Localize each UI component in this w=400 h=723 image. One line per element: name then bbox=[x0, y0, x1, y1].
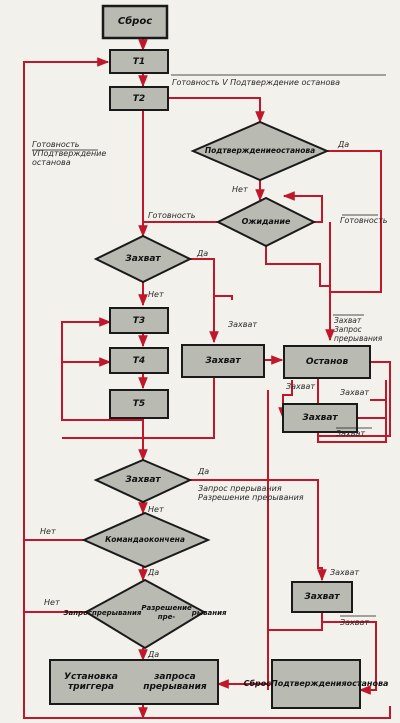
node-t1: T1 bbox=[132, 56, 146, 67]
int-condition-line1: Запрос прерывания bbox=[198, 484, 282, 493]
node-set-trigger: Установка триггера запроса прерывания bbox=[50, 660, 218, 704]
line-capture1-yes bbox=[190, 258, 219, 344]
set-trigger-line2: запроса прерывания bbox=[143, 672, 207, 692]
label-no-stop-confirm: Нет bbox=[232, 185, 248, 194]
int-req-line4: рывания bbox=[191, 608, 227, 617]
label-yes-capture1: Да bbox=[197, 249, 209, 258]
left-condition-line1: Готовность bbox=[32, 140, 80, 149]
capture-req-line3: прерывания bbox=[334, 334, 383, 343]
node-reset: Сброс bbox=[117, 16, 153, 27]
stop-confirm-line2: останова bbox=[276, 146, 316, 155]
line-capture-box1-top bbox=[214, 295, 233, 300]
node-wait-diamond bbox=[215, 196, 317, 248]
left-condition-line3: останова bbox=[32, 158, 71, 167]
node-capture1-diamond bbox=[93, 234, 193, 284]
label-no-cmd: Нет bbox=[40, 527, 56, 536]
stop-confirm-line1: Подтверждение bbox=[204, 146, 277, 155]
node-capture-box1-label: Захват bbox=[205, 356, 241, 366]
label-yes-cmd: Да bbox=[148, 568, 160, 577]
label-top-condition: Готовность V Подтверждение останова bbox=[172, 78, 341, 87]
line-stopconfirm-yes bbox=[327, 150, 382, 293]
label-capture-bar-halt: Захват bbox=[336, 429, 366, 438]
label-left-condition: Готовность VПодтверждение останова bbox=[32, 140, 106, 167]
node-capture2-diamond bbox=[93, 458, 193, 504]
reset-confirm-line1: Сброс bbox=[243, 679, 272, 688]
node-t2-box bbox=[109, 86, 169, 111]
node-t5: T5 bbox=[132, 399, 146, 409]
left-condition-line2: VПодтверждение bbox=[32, 149, 107, 158]
node-t3-box bbox=[109, 307, 169, 334]
node-t4-box bbox=[109, 347, 169, 374]
node-t4: T4 bbox=[132, 355, 146, 366]
node-reset-confirm-box bbox=[271, 659, 361, 709]
label-no-capture2: Нет bbox=[148, 505, 164, 514]
int-req-line2: прерывания bbox=[92, 608, 142, 617]
reset-confirm-line3: останова bbox=[346, 679, 389, 688]
line-merge-right bbox=[143, 378, 215, 439]
node-capture-box3-label: Захват bbox=[304, 592, 340, 602]
set-trigger-line1: Установка триггера bbox=[64, 672, 118, 692]
node-stop-confirm-diamond bbox=[190, 120, 330, 182]
line-bottom-return bbox=[23, 57, 391, 719]
node-t3: T3 bbox=[132, 315, 146, 326]
line-loop-left-t3 bbox=[61, 317, 143, 421]
capture-req-line1: Захват bbox=[334, 316, 362, 325]
line-wait-down bbox=[265, 246, 335, 342]
label-no-intreq: Нет bbox=[44, 598, 60, 607]
node-capture1: Захват bbox=[125, 254, 161, 264]
node-capture-box1 bbox=[181, 344, 265, 378]
node-reset-confirm: Сброс Подтверждения останова bbox=[244, 660, 389, 708]
node-capture-box3 bbox=[291, 581, 353, 613]
line-t2-stopconfirm bbox=[165, 97, 265, 124]
node-halt: Останов bbox=[305, 357, 349, 367]
label-capture-bar-box3: Захват bbox=[340, 618, 370, 627]
node-t5-box bbox=[109, 389, 169, 419]
shapes bbox=[49, 4, 371, 709]
label-ready: Готовность bbox=[148, 211, 196, 220]
node-t1-box bbox=[109, 49, 169, 74]
label-capture-box1: Захват bbox=[228, 320, 258, 329]
flow-lines bbox=[23, 38, 391, 720]
int-req-line3: Разрешение пре- bbox=[141, 604, 192, 621]
capture-req-line2: Запрос bbox=[334, 325, 362, 334]
label-yes-intreq: Да bbox=[148, 650, 160, 659]
node-capture-box2 bbox=[282, 403, 358, 433]
node-cmd-done: Команда окончена bbox=[100, 528, 190, 552]
line-wait-loop bbox=[282, 191, 323, 223]
node-reset-box bbox=[101, 4, 169, 40]
node-stop-confirm: Подтверждение останова bbox=[205, 138, 315, 164]
label-int-condition: Запрос прерывания Разрешение прерывания bbox=[198, 484, 304, 502]
label-yes-stop-confirm: Да bbox=[338, 140, 350, 149]
label-yes-capture2: Да bbox=[198, 467, 210, 476]
node-wait: Ожидание bbox=[241, 217, 291, 226]
label-ready-bar: Готовность bbox=[340, 216, 388, 225]
int-condition-line2: Разрешение прерывания bbox=[198, 493, 304, 502]
node-set-trigger-box bbox=[49, 659, 219, 705]
label-capture-halt-left: Захват bbox=[286, 382, 316, 391]
node-cmd-done-diamond bbox=[81, 511, 211, 569]
int-req-line1: Запрос bbox=[63, 608, 93, 617]
line-capbox2-right bbox=[317, 380, 387, 443]
node-capture2: Захват bbox=[125, 475, 161, 485]
reset-confirm-line2: Подтверждения bbox=[271, 679, 347, 688]
label-capture-halt-right: Захват bbox=[340, 388, 370, 397]
overbars bbox=[32, 74, 386, 617]
label-capture-req: Захват Запрос прерывания bbox=[334, 316, 382, 343]
line-capture2-yes bbox=[190, 479, 327, 582]
node-halt-box bbox=[283, 345, 371, 379]
label-capture-box3: Захват bbox=[330, 568, 360, 577]
node-t2: T2 bbox=[132, 93, 146, 104]
cmd-done-line1: Команда bbox=[105, 535, 144, 544]
node-int-req-diamond bbox=[83, 578, 207, 650]
node-int-req: Запрос прерывания Разрешение пре- рывани… bbox=[64, 592, 227, 634]
cmd-done-line2: окончена bbox=[143, 535, 185, 544]
label-no-capture1: Нет bbox=[148, 290, 164, 299]
line-capbox2-loop bbox=[357, 399, 387, 419]
node-capture-box2-label: Захват bbox=[302, 413, 338, 423]
